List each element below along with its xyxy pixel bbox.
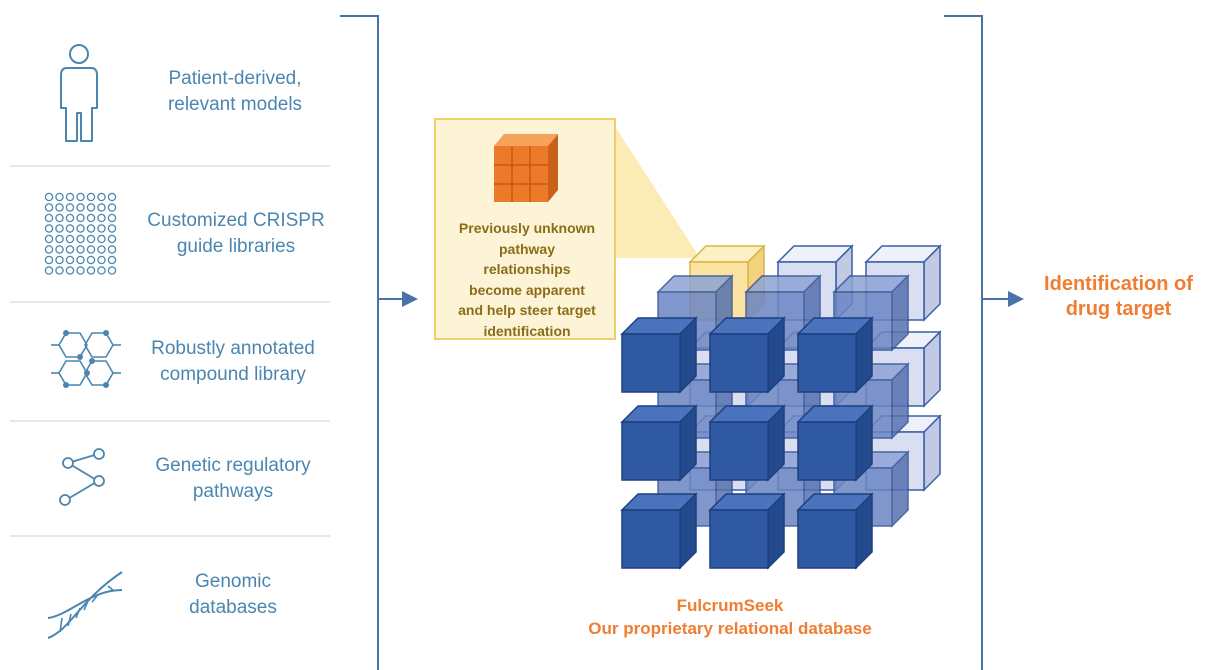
database-name: FulcrumSeek [676, 596, 784, 615]
arrow-right-icon [402, 291, 418, 307]
input-label-regulatory-pathways: Genetic regulatory pathways [155, 455, 311, 502]
highlight-cube-icon [494, 134, 558, 202]
input-label-patient-models: Patient-derived, relevant models [167, 68, 303, 115]
divider [10, 420, 330, 422]
divider [10, 301, 330, 303]
front-cube [708, 316, 786, 394]
front-cube [708, 492, 786, 570]
result-label: Identification of drug target [1044, 273, 1193, 320]
arrow-right-icon [1008, 291, 1024, 307]
front-cube [620, 316, 698, 394]
pathway-icon [59, 448, 105, 506]
front-cube [796, 492, 874, 570]
molecule-icon [51, 330, 121, 388]
front-cube [796, 404, 874, 482]
front-cube [708, 404, 786, 482]
dna-icon [47, 571, 123, 639]
input-label-compound-library: Robustly annotated compound library [151, 338, 315, 385]
database-caption: FulcrumSeek Our proprietary relational d… [520, 594, 940, 640]
divider [10, 165, 330, 167]
input-label-crispr-libraries: Customized CRISPR guide libraries [147, 210, 325, 257]
front-cube [620, 404, 698, 482]
front-cube [620, 492, 698, 570]
callout-text: Previously unknown pathway relationships… [458, 220, 596, 339]
input-label-genomic-databases: Genomic databases [189, 571, 277, 618]
divider [10, 535, 330, 537]
person-icon [60, 44, 98, 142]
database-description: Our proprietary relational database [588, 619, 872, 638]
dot-grid-icon [44, 192, 117, 275]
front-cube [796, 316, 874, 394]
